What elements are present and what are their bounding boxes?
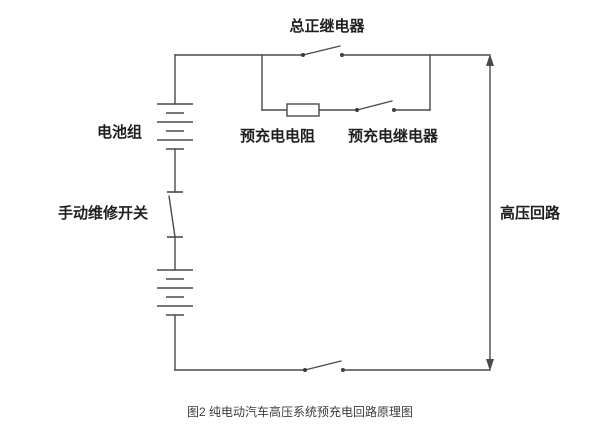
label-battery-pack: 电池组: [97, 123, 142, 141]
precharge-resistor-symbol: [286, 103, 320, 117]
precharge-relay-switch-lever: [356, 100, 393, 111]
main-positive-relay-contact-left: [301, 53, 305, 57]
manual-service-switch-group: [167, 191, 183, 271]
high-voltage-loop-arrow-group: [486, 54, 494, 371]
precharge-branch-group: [261, 54, 431, 117]
label-manual-service-switch: 手动维修开关: [58, 204, 148, 222]
label-precharge-relay: 预充电继电器: [348, 127, 439, 145]
battery-pack-upper-group: [157, 54, 193, 193]
top-wire-group: [174, 45, 491, 57]
figure-caption: 图2 纯电动汽车高压系统预充电回路原理图: [187, 404, 413, 419]
arrow-down-icon: [486, 359, 494, 371]
bottom-relay-contact-left: [303, 368, 307, 372]
manual-switch-lever: [168, 195, 176, 238]
main-positive-relay-switch-lever: [302, 45, 341, 56]
bottom-relay-switch-lever: [304, 360, 342, 371]
battery-pack-lower-group: [157, 269, 193, 371]
label-main-positive-relay: 总正继电器: [289, 17, 365, 35]
precharge-relay-contact-left: [355, 108, 359, 112]
label-high-voltage-loop: 高压回路: [500, 204, 561, 222]
bottom-wire-group: [174, 360, 491, 372]
label-precharge-resistor: 预充电电阻: [240, 127, 315, 145]
arrow-up-icon: [486, 54, 494, 66]
